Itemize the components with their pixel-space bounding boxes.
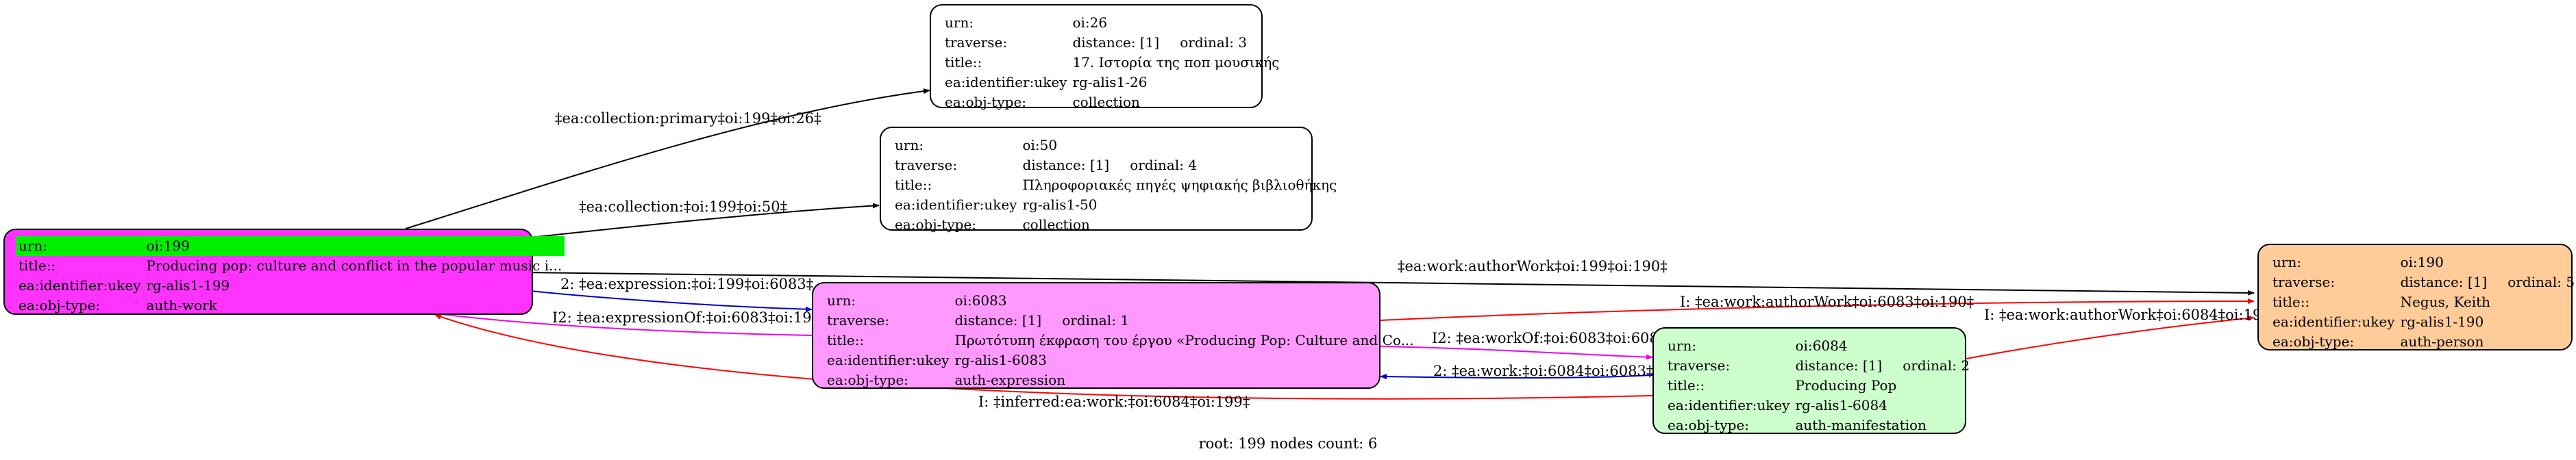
edge-label-199-190: ‡ea:work:authorWork‡oi:199‡oi:190‡ [1398, 258, 1668, 274]
traverse-key: traverse: [945, 34, 1008, 51]
type-value: auth-expression [954, 372, 1066, 388]
type-key: ea:obj-type: [1668, 417, 1750, 433]
ordinal-value: ordinal: 5 [2507, 274, 2575, 290]
urn-value: oi:6084 [1795, 337, 1848, 354]
edge-6083-199 [434, 311, 813, 336]
edge-label-199-6083: 2: ‡ea:expression:‡oi:199‡oi:6083‡ [560, 276, 813, 292]
edge-6083-6084 [1380, 346, 1653, 360]
type-value: auth-manifestation [1795, 417, 1927, 433]
urn-key: urn: [1668, 337, 1697, 354]
urn-value: oi:6083 [954, 292, 1007, 309]
title-key: title:: [2272, 294, 2310, 310]
ukey-value: rg-alis1-190 [2400, 314, 2484, 330]
traverse-key: traverse: [2272, 274, 2336, 290]
ukey-key: ea:identifier:ukey [895, 196, 1017, 213]
edge-label-199-50: ‡ea:collection:‡oi:199‡oi:50‡ [579, 199, 787, 215]
edge-label-6084-190: I: ‡ea:work:authorWork‡oi:6084‡oi:190‡ [1984, 307, 2278, 323]
ukey-value: rg-alis1-26 [1072, 74, 1148, 90]
edge-label-6084-199: I: ‡inferred:ea:work:‡oi:6084‡oi:199‡ [978, 394, 1250, 410]
ukey-value: rg-alis1-6083 [954, 352, 1047, 368]
node-oi-50[interactable]: urn: oi:50 traverse: distance: [1] ordinal:… [880, 127, 1337, 233]
urn-value: oi:190 [2400, 254, 2444, 270]
node-oi-199[interactable]: urn:oi:199 title::Producing pop: culture… [3, 229, 565, 315]
distance-value: distance: [1] [1022, 157, 1110, 173]
edge-199-50 [523, 203, 880, 239]
node-oi-26[interactable]: urn: oi:26 traverse: distance: [1] ordinal:… [930, 4, 1279, 110]
distance-value: distance: [1] [954, 312, 1042, 329]
traverse-key: traverse: [827, 312, 890, 329]
title-value: Producing pop: culture and conflict in t… [146, 257, 562, 274]
edge-label-6083-190: I: ‡ea:work:authorWork‡oi:6083‡oi:190‡ [1680, 294, 1974, 310]
edge-6084-190 [1966, 315, 2255, 359]
title-value: Πληροφοριακές πηγές ψηφιακής βιβλιοθήκης [1022, 177, 1337, 193]
urn-key: urn: [895, 137, 924, 153]
ordinal-value: ordinal: 1 [1062, 312, 1130, 329]
urn-key: urn: [2272, 254, 2302, 270]
type-value: collection [1022, 216, 1090, 233]
urn-value: oi:50 [1022, 137, 1058, 153]
ordinal-value: ordinal: 2 [1903, 357, 1970, 374]
title-key: title:: [18, 257, 56, 274]
edge-label-6084-6083: 2: ‡ea:work:‡oi:6084‡oi:6083‡ [1433, 363, 1653, 379]
urn-key: urn: [827, 292, 856, 309]
distance-value: distance: [1] [1072, 34, 1160, 51]
title-value: Producing Pop [1795, 377, 1897, 394]
edge-label-6083-6084: I2: ‡ea:workOf:‡oi:6083‡oi:6084‡ [1432, 330, 1675, 346]
ukey-key: ea:identifier:ukey [945, 74, 1067, 90]
ukey-key: ea:identifier:ukey [827, 352, 950, 368]
type-key: ea:obj-type: [2272, 333, 2355, 350]
type-value: collection [1072, 94, 1140, 110]
ukey-key: ea:identifier:ukey [18, 277, 141, 294]
urn-value: oi:26 [1072, 14, 1108, 31]
graph-footer: root: 199 nodes count: 6 [1198, 435, 1378, 452]
ukey-value: rg-alis1-50 [1022, 196, 1098, 213]
title-value: 17. Ιστορία της ποπ μουσικής [1072, 54, 1280, 71]
node-oi-190[interactable]: urn: oi:190 traverse: distance: [1] ordinal… [2257, 244, 2575, 350]
type-key: ea:obj-type: [945, 94, 1027, 110]
node-oi-6083[interactable]: urn: oi:6083 traverse: distance: [1] ordina… [812, 282, 1414, 389]
edge-6084-199 [434, 314, 1653, 400]
type-key: ea:obj-type: [827, 372, 909, 388]
ukey-key: ea:identifier:ukey [1668, 397, 1790, 413]
title-key: title:: [827, 332, 865, 348]
title-key: title:: [895, 177, 932, 193]
title-key: title:: [1668, 377, 1705, 394]
edge-199-26 [405, 88, 930, 229]
node-oi-6084[interactable]: urn: oi:6084 traverse: distance: [1] ordina… [1652, 327, 1970, 434]
distance-value: distance: [1] [1795, 357, 1883, 374]
traverse-key: traverse: [895, 157, 958, 173]
title-key: title:: [945, 54, 982, 71]
edge-6084-6083 [1380, 374, 1653, 380]
distance-value: distance: [1] [2400, 274, 2488, 290]
type-value: auth-person [2400, 333, 2484, 350]
urn-key: urn: [16, 236, 144, 256]
edge-label-199-26: ‡ea:collection:primary‡oi:199‡oi:26‡ [555, 110, 821, 127]
ukey-value: rg-alis1-199 [146, 277, 230, 294]
type-value: auth-work [146, 297, 217, 314]
traverse-key: traverse: [1668, 357, 1731, 374]
ukey-value: rg-alis1-6084 [1795, 397, 1887, 413]
urn-value: oi:199 [143, 236, 565, 256]
title-value: Πρωτότυπη έκφραση του έργου «Producing P… [954, 332, 1414, 348]
type-key: ea:obj-type: [895, 216, 977, 233]
urn-key: urn: [945, 14, 974, 31]
type-key: ea:obj-type: [18, 297, 101, 314]
edge-6083-190 [1380, 298, 2255, 321]
ukey-key: ea:identifier:ukey [2272, 314, 2395, 330]
ordinal-value: ordinal: 4 [1130, 157, 1198, 173]
ordinal-value: ordinal: 3 [1180, 34, 1248, 51]
edge-label-6083-199: I2: ‡ea:expressionOf:‡oi:6083‡oi:199‡ [552, 309, 828, 326]
title-value: Negus, Keith [2400, 294, 2491, 310]
edge-199-6083 [523, 290, 813, 312]
